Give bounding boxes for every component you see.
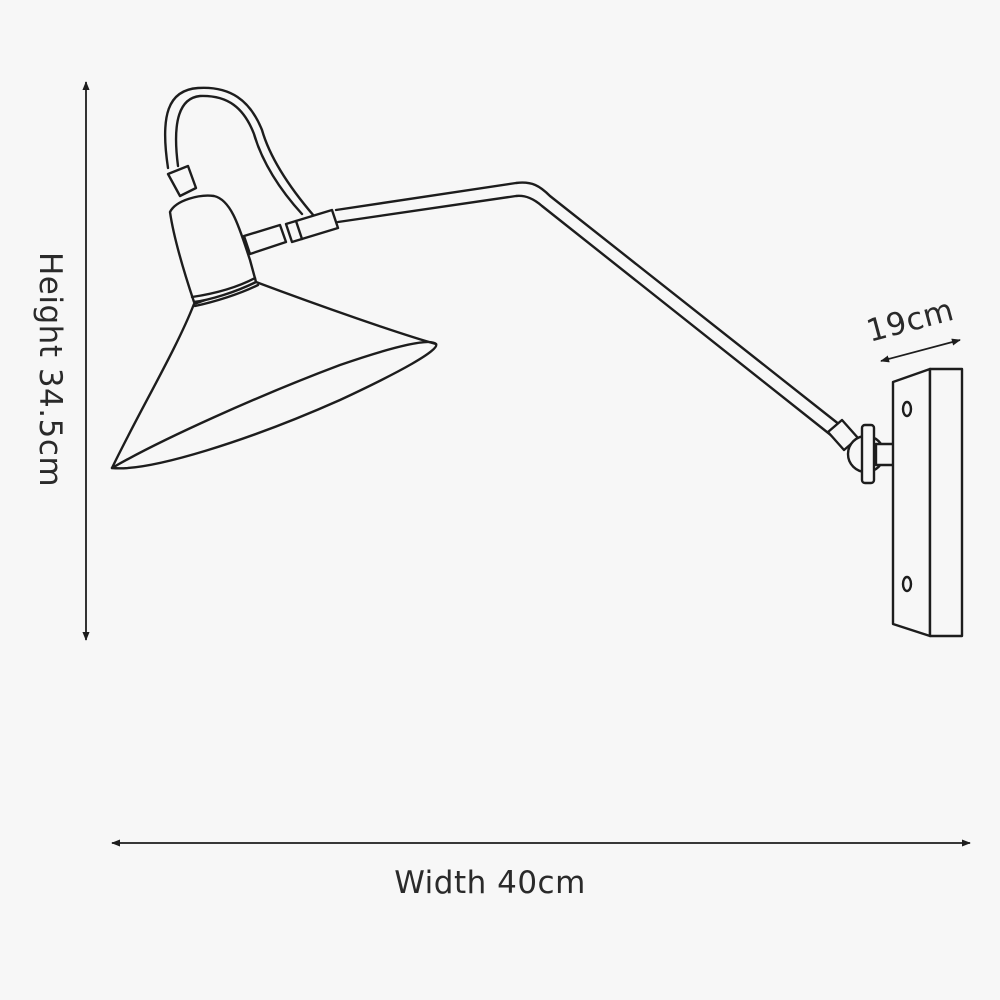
- depth-label: 19cm: [863, 292, 958, 350]
- depth-arrow-line: [880, 338, 961, 363]
- coupler-ring: [294, 219, 304, 241]
- mounting-screw-hole-bottom: [901, 575, 913, 593]
- height-label: Height 34.5cm: [32, 252, 68, 487]
- lamp-socket: [168, 194, 258, 304]
- arm-rod-upper: [334, 181, 842, 427]
- depth-dimension: 19cm: [863, 292, 961, 363]
- wall-plate-front: [928, 367, 964, 638]
- socket-collar-2: [193, 283, 260, 308]
- cord-grommet: [166, 164, 198, 198]
- socket-collar: [190, 276, 257, 299]
- lamp-illustration: [110, 86, 964, 638]
- width-dimension: Width 40cm: [111, 839, 971, 901]
- power-cord-inner: [174, 94, 304, 216]
- mounting-screw-hole-top: [901, 400, 913, 418]
- arm-coupler: [284, 208, 340, 244]
- lamp-shade: [110, 280, 438, 470]
- height-dimension: Height 34.5cm: [32, 81, 90, 641]
- joint-pin: [860, 423, 876, 485]
- shade-swivel-joint: [242, 223, 288, 256]
- arm-rod-lower: [336, 194, 834, 438]
- power-cord: [163, 86, 316, 218]
- width-label: Width 40cm: [394, 865, 586, 901]
- shade-rim: [110, 340, 438, 470]
